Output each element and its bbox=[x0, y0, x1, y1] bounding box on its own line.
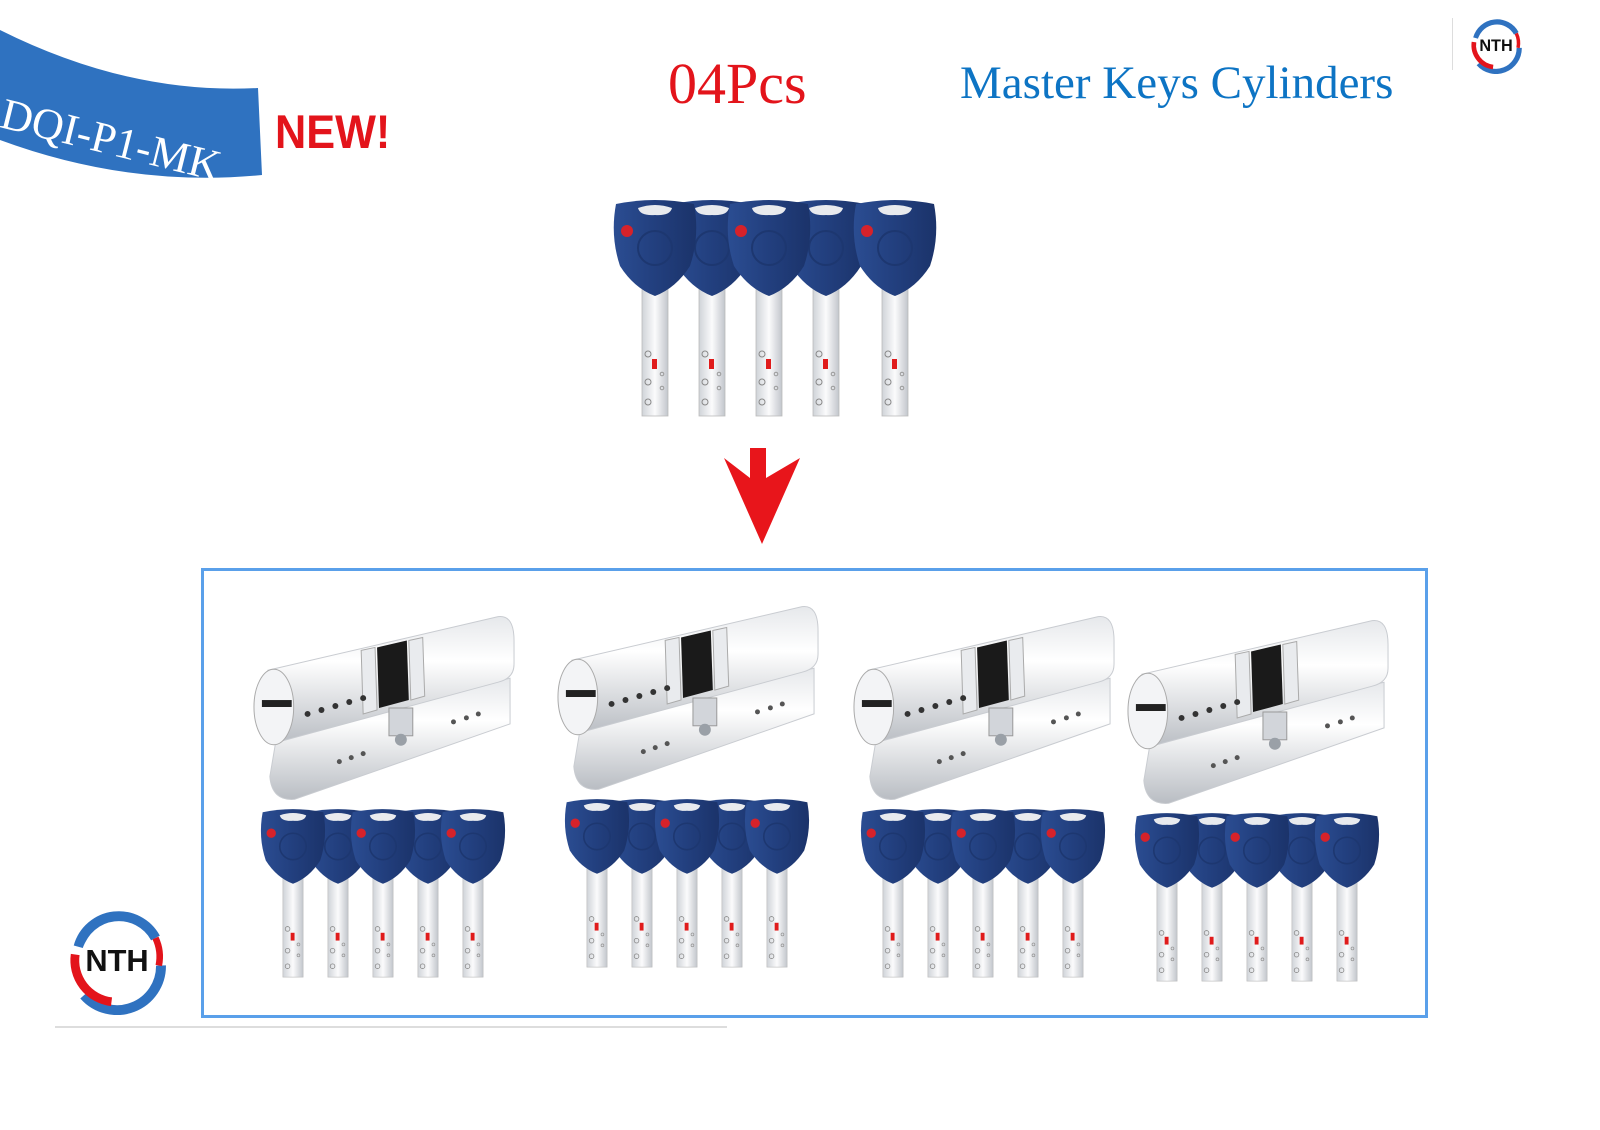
key-icon bbox=[950, 808, 1016, 978]
page-title: Master Keys Cylinders bbox=[960, 57, 1394, 109]
divider bbox=[1452, 18, 1453, 70]
arrow-down-icon bbox=[724, 448, 800, 544]
cylinder-lock-icon bbox=[1127, 620, 1389, 804]
quantity-label: 04Pcs bbox=[668, 51, 807, 116]
key-icon bbox=[1040, 808, 1106, 978]
brand-logo: NTH bbox=[62, 905, 172, 1015]
cylinder-lock-icon bbox=[557, 606, 819, 790]
key-icon bbox=[1224, 812, 1290, 982]
brand-logo-top: NTH bbox=[1466, 16, 1526, 74]
master-key-icon bbox=[726, 199, 812, 417]
master-key-icon bbox=[612, 199, 698, 417]
model-banner bbox=[0, 30, 262, 178]
svg-text:NTH: NTH bbox=[1479, 37, 1512, 55]
new-badge: NEW! bbox=[275, 105, 391, 158]
divider bbox=[55, 1026, 727, 1028]
cylinder-set bbox=[557, 606, 819, 968]
key-icon bbox=[440, 808, 506, 978]
cylinder-set bbox=[853, 616, 1115, 978]
master-keys-set bbox=[612, 199, 938, 417]
cylinder-set bbox=[253, 616, 515, 978]
cylinder-lock-icon bbox=[853, 616, 1115, 800]
key-icon bbox=[1314, 812, 1380, 982]
key-icon bbox=[744, 798, 810, 968]
cylinder-set bbox=[1127, 620, 1389, 982]
key-icon bbox=[350, 808, 416, 978]
key-icon bbox=[654, 798, 720, 968]
key-icon bbox=[860, 808, 926, 978]
cylinder-lock-icon bbox=[253, 616, 515, 800]
logo-text: NTH bbox=[85, 943, 148, 978]
key-icon bbox=[1134, 812, 1200, 982]
key-icon bbox=[260, 808, 326, 978]
master-key-icon bbox=[852, 199, 938, 417]
cylinders-panel bbox=[201, 568, 1428, 1018]
key-icon bbox=[564, 798, 630, 968]
